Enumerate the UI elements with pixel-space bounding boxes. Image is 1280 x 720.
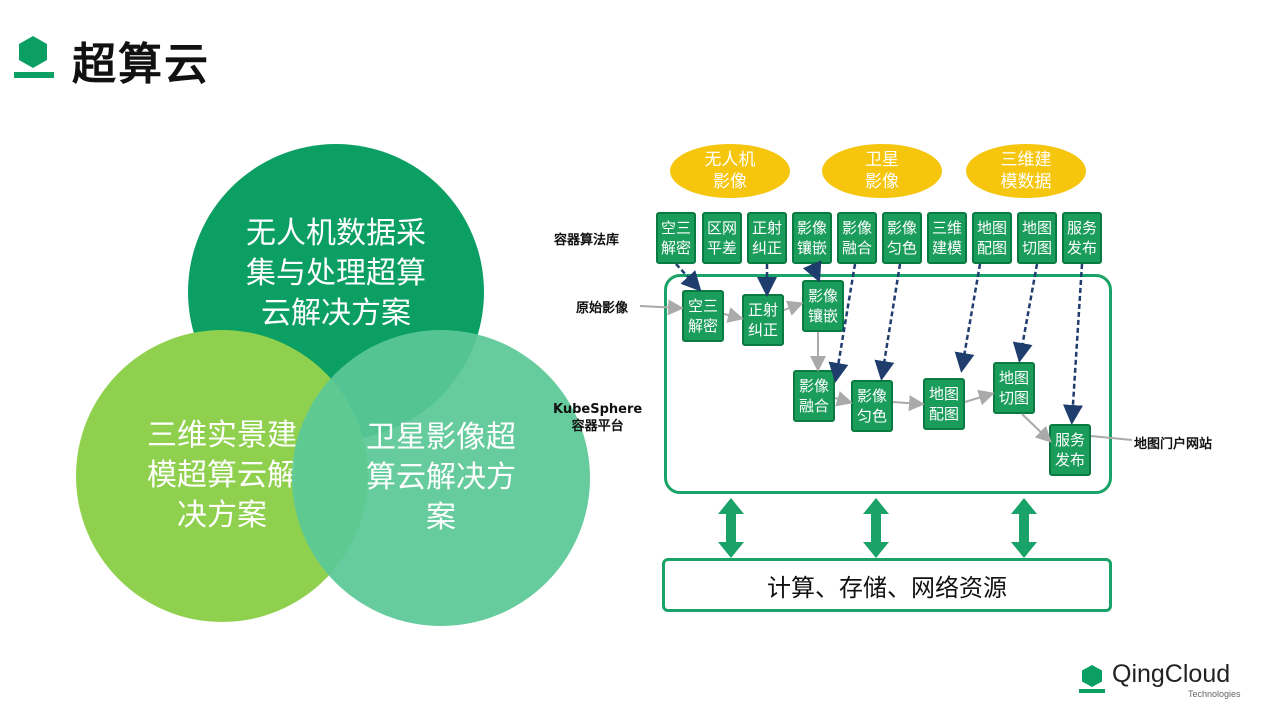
pipeline-image-fusion: 影像 融合 xyxy=(793,370,835,422)
algo-color-balance: 影像 匀色 xyxy=(882,212,922,264)
logo-icon xyxy=(12,34,58,84)
pipeline-map-tiling: 地图 切图 xyxy=(993,362,1035,414)
pipeline-image-mosaic: 影像 镶嵌 xyxy=(802,280,844,332)
pipeline-color-balance: 影像 匀色 xyxy=(851,380,893,432)
algo-service-publish: 服务 发布 xyxy=(1062,212,1102,264)
algo-3d-modeling: 三维 建模 xyxy=(927,212,967,264)
raw-image-label: 原始影像 xyxy=(576,301,629,316)
venn-text-satellite: 卫星影像超 算云解决方 案 xyxy=(366,420,516,535)
source-satellite-oval: 卫星 影像 xyxy=(822,144,942,198)
pipeline-map-styling: 地图 配图 xyxy=(923,378,965,430)
resource-label: 计算、存储、网络资源 xyxy=(767,573,1007,602)
pipeline-aerial-triangulation: 空三 解密 xyxy=(682,290,724,342)
platform-label: KubeSphere 容器平台 xyxy=(553,402,643,434)
algo-map-tiling: 地图 切图 xyxy=(1017,212,1057,264)
brand-name: QingCloud xyxy=(1112,660,1231,688)
venn-text-drone: 无人机数据采 集与处理超算 云解决方案 xyxy=(246,216,426,331)
qingcloud-logo-icon xyxy=(1078,664,1108,698)
algo-image-mosaic: 影像 镶嵌 xyxy=(792,212,832,264)
source-3d-oval: 三维建 模数据 xyxy=(966,144,1086,198)
algo-lib-label: 容器算法库 xyxy=(554,233,620,248)
algo-block-adjustment: 区网 平差 xyxy=(702,212,742,264)
venn-circle-drone: 无人机数据采 集与处理超算 云解决方案 xyxy=(188,144,484,440)
kubesphere-platform-box xyxy=(664,274,1112,494)
page-title: 超算云 xyxy=(72,39,210,90)
algo-orthorectification: 正射 纠正 xyxy=(747,212,787,264)
brand-subtitle: Technologies xyxy=(1188,689,1241,699)
source-drone-oval: 无人机 影像 xyxy=(670,144,790,198)
venn-text-3d: 三维实景建 模超算云解 决方案 xyxy=(147,418,297,533)
portal-label: 地图门户网站 xyxy=(1134,437,1213,452)
pipeline-service-publish: 服务 发布 xyxy=(1049,424,1091,476)
resource-box: 计算、存储、网络资源 xyxy=(662,558,1112,612)
algo-aerial-triangulation: 空三 解密 xyxy=(656,212,696,264)
venn-circle-satellite: 卫星影像超 算云解决方 案 xyxy=(292,330,590,626)
algo-image-fusion: 影像 融合 xyxy=(837,212,877,264)
algo-map-styling: 地图 配图 xyxy=(972,212,1012,264)
